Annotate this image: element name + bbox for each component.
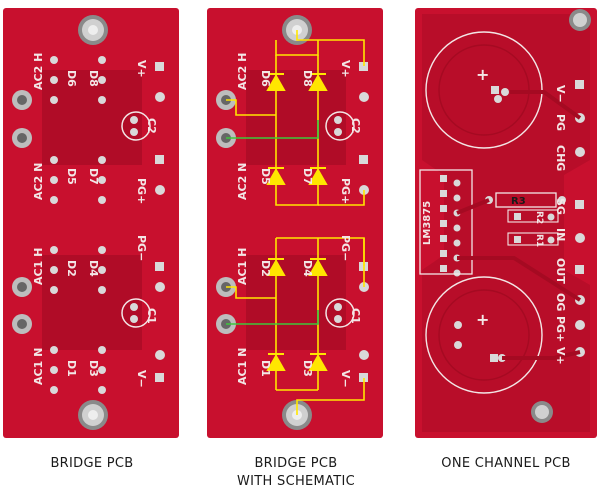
label-d8: D8 [301,70,314,87]
cap-top-plus: + [476,65,489,84]
label-d2: D2 [259,260,272,277]
label-ac2n: AC2 N [236,163,249,200]
label-d4: D4 [87,260,100,277]
label-pgplus: PG+ [135,178,148,204]
label-ac1n: AC1 N [236,348,249,385]
label-r1: R1 [534,234,544,247]
label-c2: C2 [145,118,158,134]
caption-one-channel-pcb: ONE CHANNEL PCB [441,456,571,471]
label-d1: D1 [259,360,272,377]
label-c1: C1 [349,308,362,324]
bridge-pcb-image: AC2 H AC2 N AC1 H AC1 N D6 D8 D5 D7 D2 D… [3,8,179,438]
caption-bridge-pcb: BRIDGE PCB [50,456,134,471]
label-vplus: V+ [554,347,567,365]
label-ac2h: AC2 H [32,53,45,90]
label-r2: R2 [534,211,544,224]
caption-line-2: WITH SCHEMATIC [236,474,355,489]
label-d1: D1 [65,360,78,377]
label-vminus: V− [554,85,567,103]
label-in: IN [554,228,567,241]
label-pgminus: PG− [339,235,352,261]
label-vminus: V− [339,370,352,388]
label-ic: LM3875 [422,201,433,245]
label-d5: D5 [259,168,272,185]
label-sg: SG [554,198,567,215]
label-pgminus: PG− [135,235,148,261]
label-d6: D6 [65,70,78,87]
label-ac1h: AC1 H [236,248,249,285]
label-c1: C1 [145,308,158,324]
bridge-pcb-schematic: AC2 H AC2 N AC1 H AC1 N D6 D8 D5 D7 D2 D… [206,0,386,440]
label-vminus: V− [135,370,148,388]
label-ac1h: AC1 H [32,248,45,285]
one-channel-pcb-image: + + V− PG CHG R3 LM3875 SG R2 R1 IN OUT … [415,8,597,438]
label-og: OG [554,293,567,311]
bridge-pcb: AC2 H AC2 N AC1 H AC1 N D6 D8 D5 D7 D2 D… [2,0,182,440]
label-pgplus: PG+ [554,316,567,342]
label-chg: CHG [554,145,567,171]
label-d5: D5 [65,168,78,185]
label-d3: D3 [301,360,314,377]
label-out: OUT [554,258,567,284]
label-pgplus: PG+ [339,178,352,204]
label-r3: R3 [511,196,526,207]
label-d7: D7 [301,168,314,185]
label-c2: C2 [349,118,362,134]
label-ac1n: AC1 N [32,348,45,385]
label-d6: D6 [259,70,272,87]
label-d4: D4 [301,260,314,277]
label-vplus: V+ [339,60,352,78]
caption-bridge-pcb-schematic: BRIDGE PCB WITH SCHEMATIC [206,455,386,491]
label-d7: D7 [87,168,100,185]
label-d2: D2 [65,260,78,277]
label-d8: D8 [87,70,100,87]
caption-line-1: BRIDGE PCB [254,456,338,471]
cap-bottom-plus: + [476,310,489,329]
label-ac2h: AC2 H [236,53,249,90]
bridge-pcb-schematic-image: AC2 H AC2 N AC1 H AC1 N D6 D8 D5 D7 D2 D… [207,8,383,438]
one-channel-pcb: + + V− PG CHG R3 LM3875 SG R2 R1 IN OUT … [414,0,598,440]
label-ac2n: AC2 N [32,163,45,200]
label-pg-top: PG [554,114,567,131]
label-d3: D3 [87,360,100,377]
label-vplus: V+ [135,60,148,78]
